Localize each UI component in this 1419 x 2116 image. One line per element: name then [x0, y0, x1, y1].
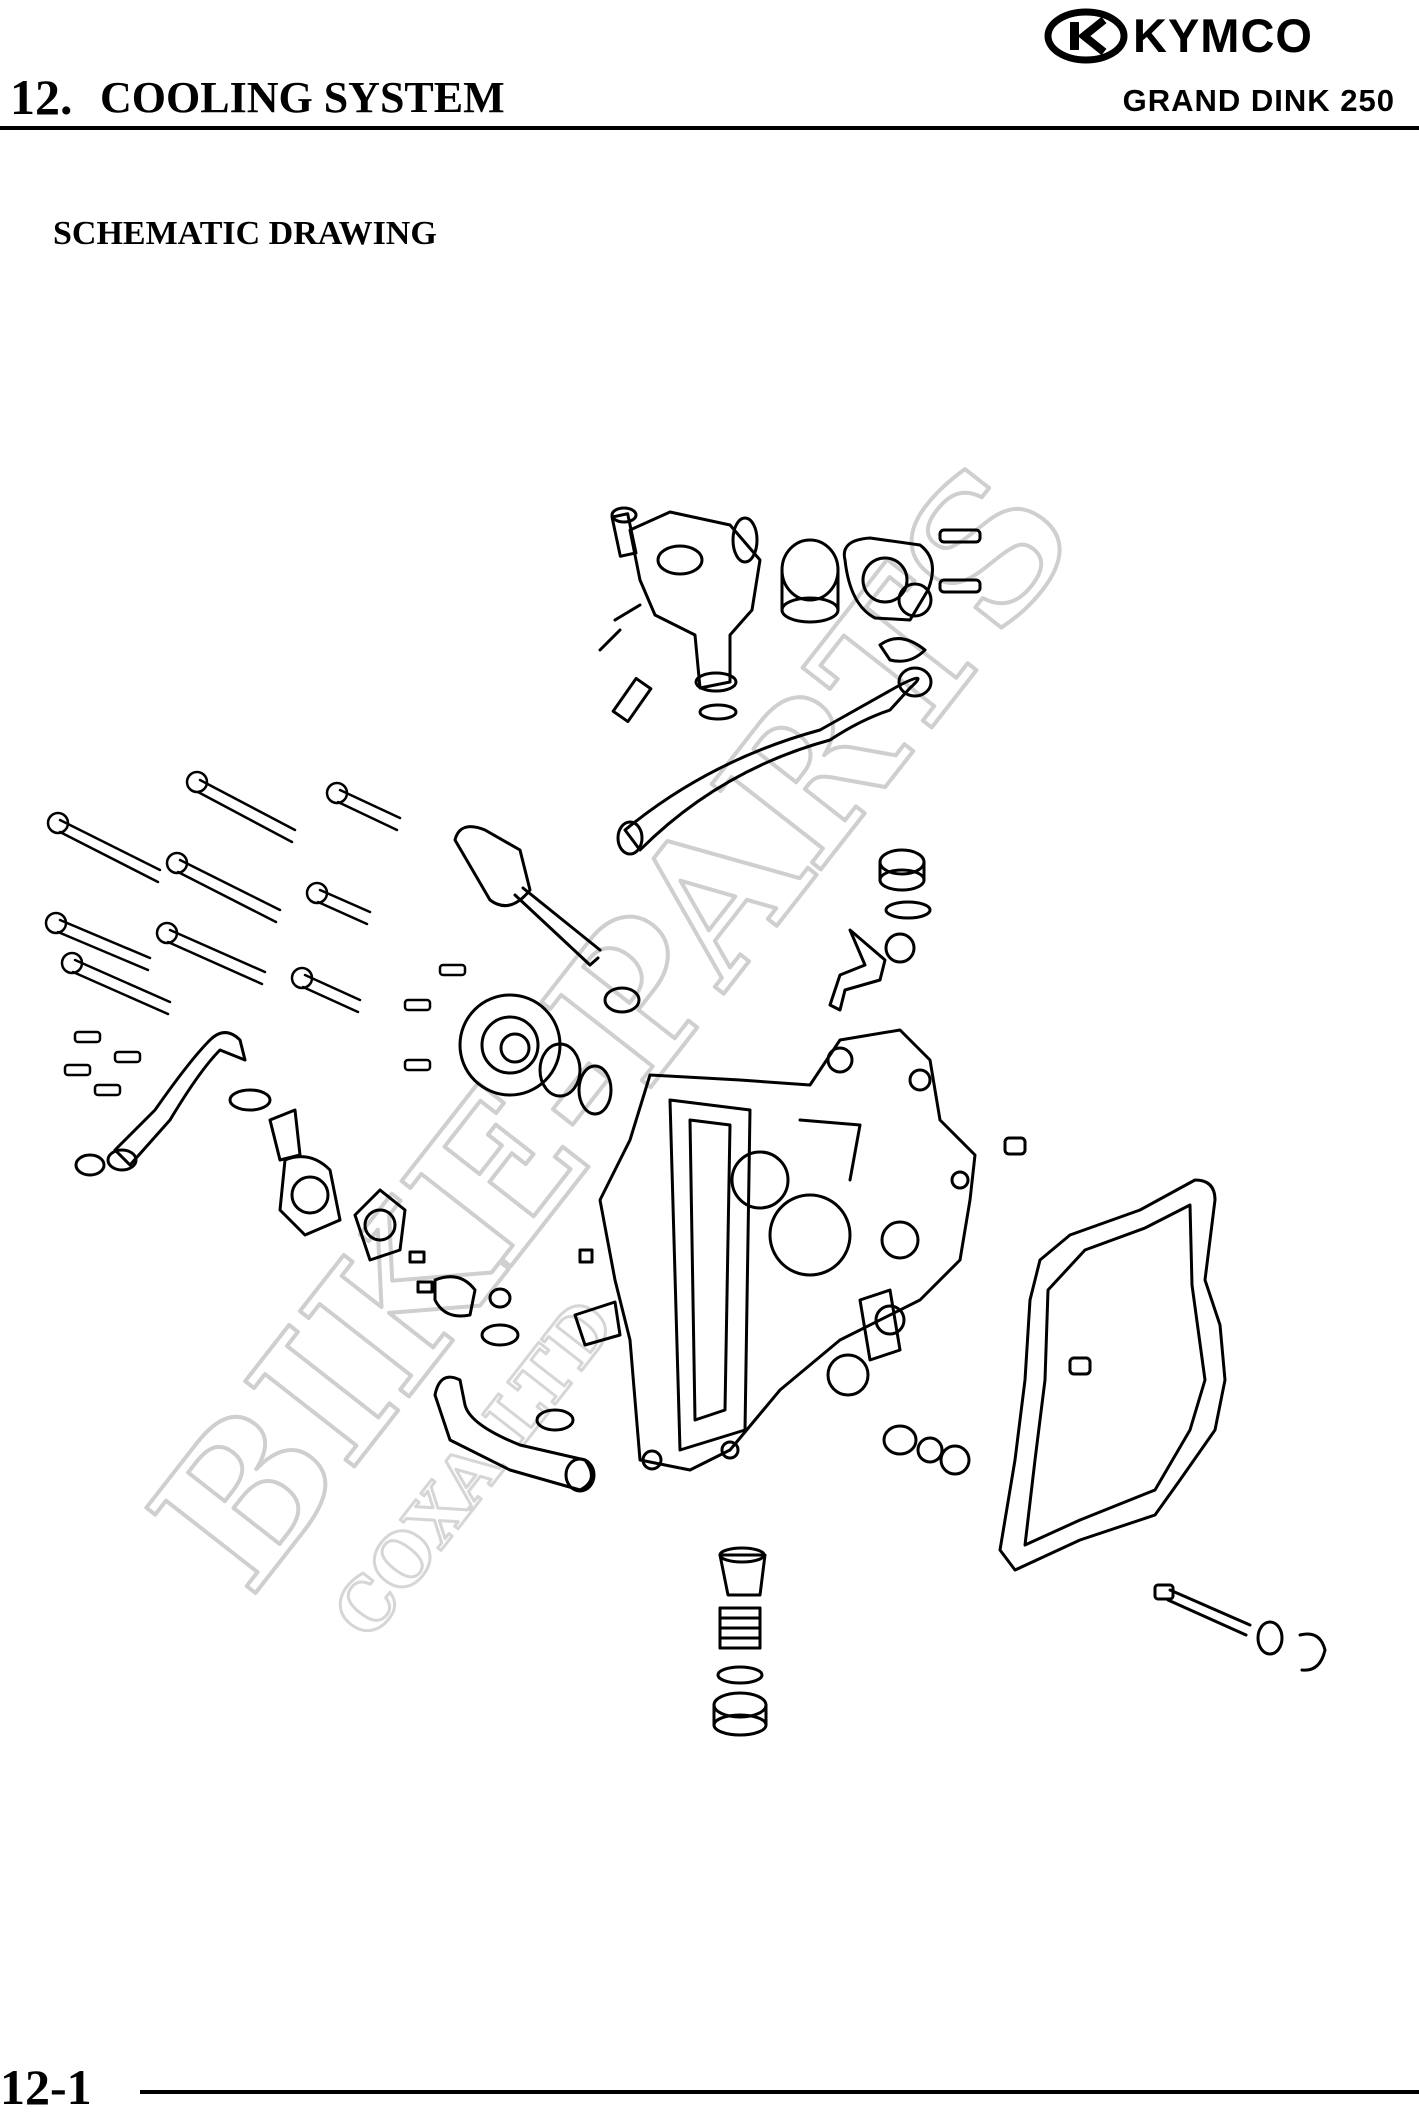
watermark-main: BIKE-PARTS [110, 425, 1118, 1627]
hose-clamps [74, 1088, 575, 1432]
drain-plug-o-ring [716, 1665, 764, 1685]
model-name: GRAND DINK 250 [1122, 83, 1395, 118]
small-bolts [63, 963, 467, 1097]
dowel-pin-1 [1003, 1136, 1027, 1156]
header-rule [0, 126, 1419, 130]
oil-seals [882, 1424, 971, 1476]
kymco-logo-icon [1044, 8, 1128, 64]
hose-lower [433, 1375, 593, 1492]
thermostat [780, 538, 840, 624]
section-title: SCHEMATIC DRAWING [53, 215, 437, 252]
seal-cluster [408, 1248, 622, 1347]
footer-rule [140, 2090, 1419, 2094]
chapter-number: 12. [10, 69, 73, 125]
water-pump-cover [458, 993, 613, 1116]
page-number: 12-1 [0, 2059, 92, 2115]
oil-strainer [718, 1546, 767, 1597]
bolts-top-right [938, 528, 982, 594]
shaft-assembly [1153, 1583, 1327, 1672]
drain-plug [712, 1691, 768, 1737]
thermostat-cover [842, 536, 934, 663]
crankcase-cover [598, 1028, 977, 1472]
chapter-title: COOLING SYSTEM [100, 73, 505, 122]
strainer-spring [718, 1606, 762, 1650]
long-bolts [44, 770, 402, 1016]
hose-left [113, 1031, 247, 1167]
dowel-pin-2 [1068, 1356, 1092, 1376]
crankcase-gasket [998, 1178, 1227, 1572]
water-pump-impeller [453, 825, 641, 1014]
thermostat-housing [598, 506, 762, 724]
brand-name: KYMCO [1133, 9, 1313, 62]
hose-upper [623, 676, 920, 852]
hose-bracket [828, 928, 916, 1012]
oil-filler-cap [878, 848, 932, 920]
watermark: BIKE-PARTS COXA LTD [108, 423, 1120, 1654]
cooling-system-exploded-diagram: BIKE-PARTS COXA LTD [44, 423, 1327, 1737]
pump-outlet-fitting [268, 1108, 407, 1262]
